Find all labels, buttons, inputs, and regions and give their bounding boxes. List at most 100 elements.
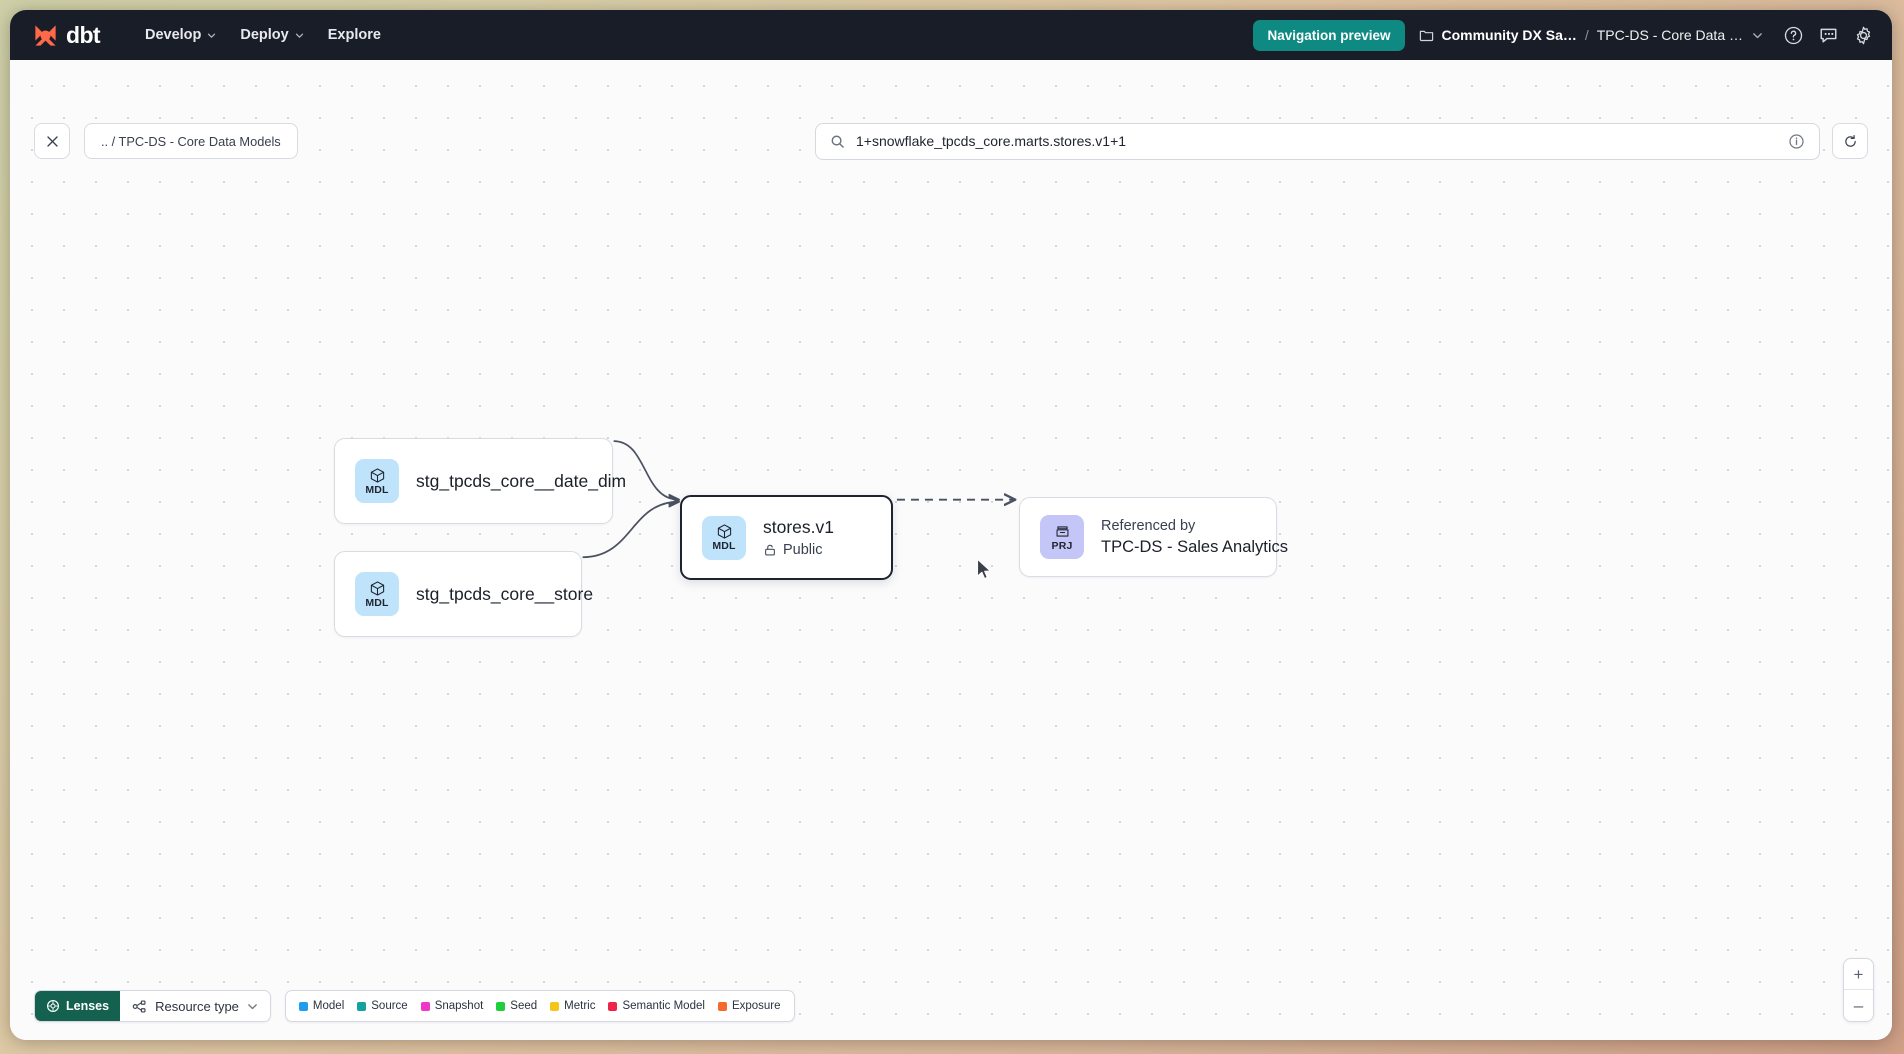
project-stack-icon <box>1056 526 1068 537</box>
help-circle-icon[interactable] <box>1783 25 1804 46</box>
main-nav: Develop Deploy Explore <box>134 20 392 50</box>
navigation-preview-button[interactable]: Navigation preview <box>1253 19 1405 51</box>
legend-label: Model <box>312 1000 345 1012</box>
cube-icon <box>370 468 384 483</box>
nav-item-develop-label: Develop <box>144 27 202 43</box>
resource-type-label: Resource type <box>155 998 239 1014</box>
lineage-node-referenced-project[interactable]: PRJ Referenced by TPC-DS - Sales Analyti… <box>1019 497 1288 577</box>
brand-name: dbt <box>66 21 101 48</box>
node-body: stores.v1 Public <box>763 517 834 558</box>
resource-type-dropdown[interactable]: Resource type <box>120 991 270 1021</box>
legend-swatch <box>298 1001 308 1011</box>
model-badge: MDL <box>355 572 399 616</box>
search-input[interactable] <box>856 133 1777 149</box>
close-lineage-button[interactable] <box>34 123 70 159</box>
model-badge: MDL <box>355 459 399 503</box>
lineage-bottom-bar: Lenses Resource type Model <box>34 990 795 1022</box>
breadcrumb-project[interactable]: TPC-DS - Core Data … <box>1596 27 1743 43</box>
lenses-button[interactable]: Lenses <box>35 991 121 1021</box>
legend-swatch <box>608 1001 618 1011</box>
app-window: dbt Develop Deploy Explore Navigation pr… <box>10 10 1892 1040</box>
badge-label: MDL <box>712 540 736 553</box>
search-area <box>815 122 1868 160</box>
search-icon <box>831 135 844 148</box>
node-access-label: Public <box>783 542 823 558</box>
gear-icon[interactable] <box>1853 25 1874 46</box>
legend-item-metric: Metric <box>550 1000 595 1012</box>
badge-label: PRJ <box>1051 539 1073 552</box>
node-title: stg_tpcds_core__store <box>416 583 594 604</box>
legend-item-exposure: Exposure <box>717 1000 781 1012</box>
top-nav-icon-group <box>1783 25 1874 46</box>
feedback-icon[interactable] <box>1818 25 1839 46</box>
folder-icon <box>1419 30 1433 41</box>
legend-label: Source <box>371 1000 408 1012</box>
dbt-mark-icon <box>35 24 56 46</box>
nav-item-explore[interactable]: Explore <box>317 20 392 50</box>
chevron-down-icon <box>248 1003 257 1009</box>
nav-item-explore-label: Explore <box>327 27 381 43</box>
lineage-node-stg-store[interactable]: MDL stg_tpcds_core__store <box>334 551 593 637</box>
lineage-toolbar: .. / TPC-DS - Core Data Models <box>10 110 1892 172</box>
account-project-breadcrumb: Community DX Sa… / TPC-DS - Core Data … <box>1419 27 1764 43</box>
legend-swatch <box>550 1001 560 1011</box>
chevron-down-icon <box>295 33 303 38</box>
node-body: Referenced by TPC-DS - Sales Analytics <box>1101 518 1288 557</box>
legend-label: Snapshot <box>434 1000 484 1012</box>
close-icon <box>46 135 58 147</box>
lineage-search-box[interactable] <box>815 122 1820 160</box>
nav-item-deploy[interactable]: Deploy <box>229 20 314 50</box>
node-title: stores.v1 <box>763 517 834 537</box>
edge-date-dim-to-stores <box>613 440 679 500</box>
legend-item-snapshot: Snapshot <box>420 1000 484 1012</box>
breadcrumb-pill[interactable]: .. / TPC-DS - Core Data Models <box>84 123 298 159</box>
top-navigation-bar: dbt Develop Deploy Explore Navigation pr… <box>10 10 1892 60</box>
cube-icon <box>370 581 384 596</box>
node-title: TPC-DS - Sales Analytics <box>1101 537 1289 556</box>
badge-label: MDL <box>365 596 389 609</box>
nodes-icon <box>132 999 146 1013</box>
zoom-in-button[interactable]: + <box>1844 959 1873 990</box>
cube-icon <box>717 524 731 539</box>
resource-type-legend: Model Source Snapshot Seed Metric <box>284 990 795 1022</box>
legend-swatch <box>496 1001 506 1011</box>
node-access: Public <box>763 542 834 558</box>
lens-icon <box>47 1000 59 1012</box>
lineage-canvas[interactable]: .. / TPC-DS - Core Data Models <box>10 60 1892 1040</box>
node-title: stg_tpcds_core__date_dim <box>416 470 627 491</box>
legend-item-seed: Seed <box>496 1000 537 1012</box>
chevron-down-icon[interactable] <box>1752 30 1763 41</box>
unlock-icon <box>765 544 775 556</box>
breadcrumb-account[interactable]: Community DX Sa… <box>1441 27 1577 43</box>
legend-swatch <box>420 1001 430 1011</box>
breadcrumb-separator: / <box>1584 27 1589 43</box>
nav-item-deploy-label: Deploy <box>240 27 289 43</box>
dbt-logo[interactable]: dbt <box>32 21 101 49</box>
node-kicker: Referenced by <box>1101 517 1196 534</box>
legend-label: Metric <box>564 1000 596 1012</box>
edge-store-to-stores <box>582 502 679 559</box>
lineage-edges <box>582 440 1892 559</box>
nav-item-develop[interactable]: Develop <box>134 20 227 50</box>
legend-label: Semantic Model <box>622 1000 705 1012</box>
legend-item-semantic-model: Semantic Model <box>608 1000 705 1012</box>
legend-swatch <box>717 1001 727 1011</box>
lenses-label: Lenses <box>66 999 110 1013</box>
lenses-group: Lenses Resource type <box>34 990 271 1022</box>
lineage-node-stores-v1[interactable]: MDL stores.v1 Public <box>680 495 893 580</box>
refresh-button[interactable] <box>1832 123 1868 159</box>
project-badge: PRJ <box>1040 515 1084 559</box>
refresh-icon <box>1844 134 1856 147</box>
legend-item-source: Source <box>357 1000 408 1012</box>
chevron-down-icon <box>208 33 216 38</box>
top-nav-right: Navigation preview Community DX Sa… / TP… <box>1253 19 1874 51</box>
badge-label: MDL <box>365 483 389 496</box>
zoom-controls: + – <box>1843 958 1874 1022</box>
legend-swatch <box>357 1001 367 1011</box>
legend-label: Exposure <box>731 1000 781 1012</box>
legend-item-model: Model <box>298 1000 345 1012</box>
info-icon[interactable] <box>1788 133 1805 150</box>
zoom-out-button[interactable]: – <box>1853 996 1864 1015</box>
lineage-node-stg-date-dim[interactable]: MDL stg_tpcds_core__date_dim <box>334 438 626 524</box>
model-badge: MDL <box>702 515 746 560</box>
